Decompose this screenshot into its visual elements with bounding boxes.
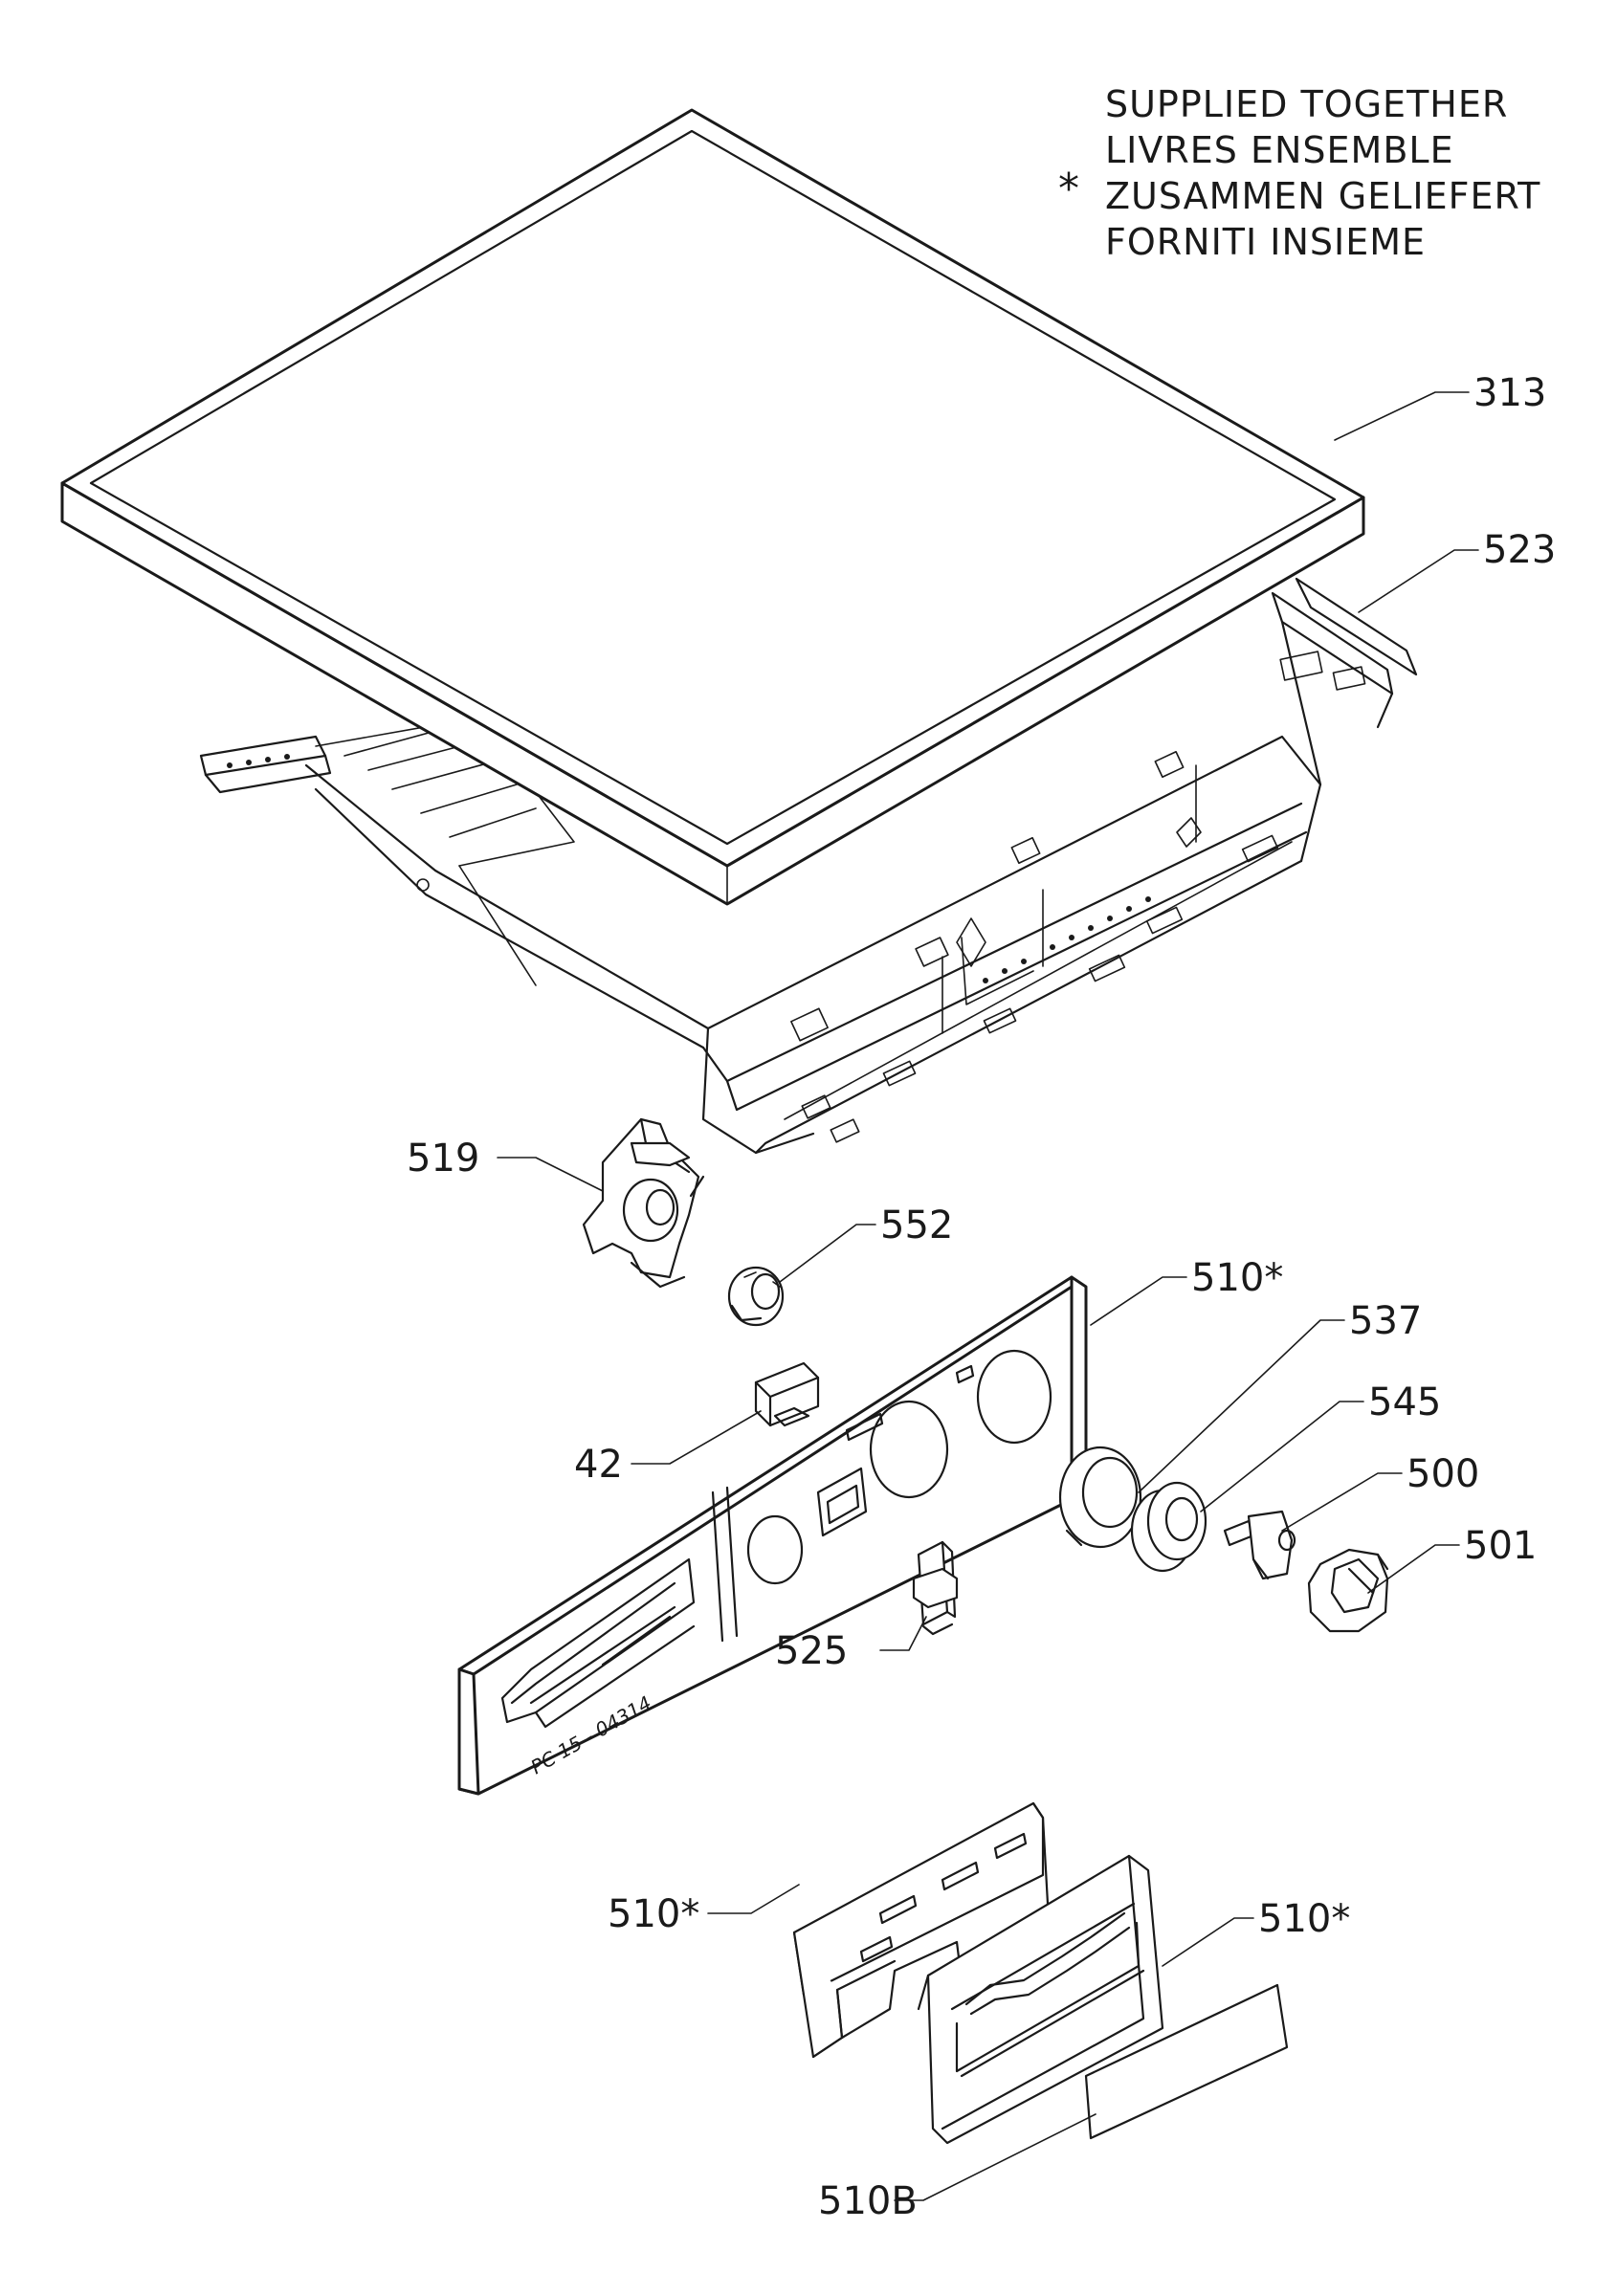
part-313-lid [60,108,1365,906]
part-500-shaft [1223,1510,1296,1580]
note-line-en: SUPPLIED TOGETHER [1105,83,1508,125]
label-501: 501 [1464,1524,1537,1568]
part-525-indicator [912,1540,959,1636]
label-537: 537 [1349,1299,1422,1343]
label-525: 525 [775,1629,848,1673]
label-510-dispenser: 510* [608,1892,699,1936]
note-line-de: ZUSAMMEN GELIEFERT [1105,175,1540,217]
label-545: 545 [1368,1380,1441,1424]
label-313: 313 [1473,371,1546,415]
label-552: 552 [880,1203,953,1247]
part-510-control-panel: PC 15 - 04314 [457,1275,1088,1796]
label-510b: 510B [818,2179,918,2223]
supplied-together-note: * SUPPLIED TOGETHER LIVRES ENSEMBLE ZUSA… [1058,83,1540,263]
part-552-ring [727,1266,785,1327]
label-523: 523 [1483,528,1556,572]
label-42: 42 [574,1443,623,1487]
note-line-it: FORNITI INSIEME [1105,221,1426,263]
part-545-bezel-ring [1130,1481,1207,1573]
note-line-fr: LIVRES ENSEMBLE [1105,129,1454,171]
part-42-switch [754,1361,820,1427]
leader-lines [497,391,1479,2201]
part-537-bezel [1058,1446,1142,1549]
part-501-knob [1307,1548,1389,1633]
label-500: 500 [1407,1452,1479,1496]
note-asterisk: * [1058,165,1079,213]
label-510-drawer: 510* [1258,1897,1350,1941]
part-510-drawer-front [917,1854,1164,2145]
part-labels: 313 523 519 552 510* 537 545 500 501 42 … [407,371,1556,2223]
part-519-bracket [582,1117,705,1289]
label-519: 519 [407,1137,479,1181]
label-510-panel: 510* [1191,1256,1283,1300]
part-510-dispenser-upper [792,1801,1050,2059]
